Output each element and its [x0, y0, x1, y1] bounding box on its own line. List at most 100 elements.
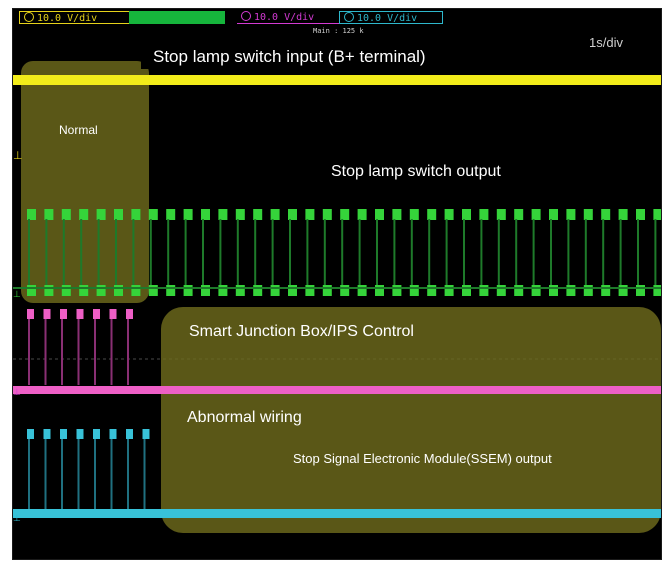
- green-pulse-top: [583, 209, 593, 220]
- green-pulse-edge: [393, 219, 396, 286]
- cyan-pulse-top: [76, 429, 84, 439]
- green-pulse-edge: [410, 219, 413, 286]
- pink-pulse-top: [76, 309, 84, 319]
- stop-lamp-input-label: Stop lamp switch input (B+ terminal): [141, 45, 561, 69]
- green-pulse-edge: [289, 219, 291, 286]
- green-pulse-edge: [654, 219, 657, 286]
- green-pulse-edge: [428, 219, 431, 286]
- green-pulse-edge: [619, 219, 622, 286]
- green-pulse-bottom: [636, 285, 645, 296]
- green-pulse-top: [201, 209, 210, 220]
- cyan-pulse-top: [93, 429, 100, 439]
- green-pulse-edge: [167, 219, 170, 286]
- channel-4-status[interactable]: 10.0 V/div: [339, 11, 443, 24]
- green-pulse-edge: [445, 219, 448, 286]
- channel-2-status[interactable]: [129, 11, 225, 24]
- green-pulse-bottom: [444, 285, 454, 296]
- green-pulse-top: [531, 209, 541, 220]
- green-pulse-bottom: [218, 285, 228, 296]
- pink-pulse-top: [43, 309, 51, 319]
- green-pulse-top: [636, 209, 645, 220]
- green-pulse-bottom: [566, 285, 576, 296]
- green-pulse-top: [427, 209, 437, 220]
- green-pulse-bottom: [44, 285, 54, 296]
- green-pulse-top: [131, 209, 141, 220]
- green-pulse-edge: [376, 219, 378, 286]
- pink-pulse-edge: [28, 319, 30, 385]
- green-pulse-bottom: [201, 285, 210, 296]
- green-pulse-bottom: [601, 285, 611, 296]
- ch1-ground-marker: ⊥: [13, 149, 23, 162]
- green-pulse-top: [392, 209, 402, 220]
- green-pulse-edge: [532, 219, 535, 286]
- ch2-ground-marker: ⊥: [13, 290, 21, 300]
- stop-lamp-output-label: Stop lamp switch output: [305, 159, 605, 185]
- pink-pulse-top: [27, 309, 34, 319]
- green-pulse-bottom: [514, 285, 524, 296]
- pink-pulse-edge: [44, 319, 47, 385]
- green-pulse-edge: [306, 219, 309, 286]
- green-pulse-edge: [62, 219, 65, 286]
- cyan-pulse-top: [27, 429, 34, 439]
- green-pulse-top: [462, 209, 471, 220]
- green-pulse-edge: [115, 219, 117, 286]
- green-pulse-bottom: [322, 285, 332, 296]
- green-pulse-bottom: [114, 285, 123, 296]
- cyan-pulse-top: [126, 429, 133, 439]
- normal-highlight-region: [21, 61, 149, 303]
- cyan-pulse-top: [142, 429, 150, 439]
- green-pulse-top: [183, 209, 193, 220]
- green-pulse-bottom: [409, 285, 419, 296]
- cyan-pulse-edge: [28, 439, 30, 509]
- green-pulse-edge: [550, 219, 552, 286]
- channel-4-scale: 10.0 V/div: [357, 13, 418, 24]
- green-pulse-top: [375, 209, 384, 220]
- green-pulse-edge: [497, 219, 500, 286]
- cyan-pulse-edge: [94, 439, 96, 509]
- green-pulse-bottom: [183, 285, 193, 296]
- green-pulse-top: [444, 209, 454, 220]
- pink-trace: [13, 309, 661, 394]
- green-pulse-top: [114, 209, 123, 220]
- cyan-pulse-top: [60, 429, 67, 439]
- green-pulse-edge: [254, 219, 257, 286]
- green-pulse-bottom: [531, 285, 541, 296]
- green-pulse-edge: [567, 219, 570, 286]
- green-pulse-top: [218, 209, 228, 220]
- green-pulse-top: [61, 209, 71, 220]
- green-pulse-bottom: [235, 285, 245, 296]
- channel-3-status[interactable]: 10.0 V/div: [237, 11, 339, 24]
- abnormal-highlight-region: [161, 307, 661, 533]
- pink-pulse-top: [93, 309, 100, 319]
- cyan-pulse-top: [109, 429, 117, 439]
- ssem-output-label: Stop Signal Electronic Module(SSEM) outp…: [293, 451, 552, 466]
- normal-label: Normal: [59, 123, 98, 137]
- green-pulse-bottom: [166, 285, 176, 296]
- green-pulse-edge: [271, 219, 274, 286]
- green-pulse-top: [96, 209, 106, 220]
- green-pulse-edge: [219, 219, 222, 286]
- green-pulse-bottom: [61, 285, 71, 296]
- time-per-division: 1s/div: [589, 35, 623, 50]
- green-pulse-bottom: [427, 285, 437, 296]
- green-pulse-top: [166, 209, 176, 220]
- green-pulse-bottom: [357, 285, 367, 296]
- green-trace: [13, 209, 661, 296]
- green-pulse-edge: [97, 219, 100, 286]
- green-pulse-bottom: [618, 285, 628, 296]
- green-pulse-bottom: [549, 285, 558, 296]
- pink-pulse-top: [109, 309, 117, 319]
- green-pulse-bottom: [392, 285, 402, 296]
- green-pulse-top: [253, 209, 263, 220]
- green-pulse-edge: [515, 219, 518, 286]
- green-pulse-top: [549, 209, 558, 220]
- green-pulse-bottom: [340, 285, 350, 296]
- cyan-trace: [13, 429, 661, 518]
- green-pulse-bottom: [462, 285, 471, 296]
- abnormal-wiring-label: Abnormal wiring: [187, 409, 302, 426]
- green-pulse-top: [357, 209, 367, 220]
- green-pulse-edge: [602, 219, 605, 286]
- pink-pulse-edge: [110, 319, 113, 385]
- channel-3-icon: [241, 11, 251, 21]
- pink-pulse-edge: [127, 319, 129, 385]
